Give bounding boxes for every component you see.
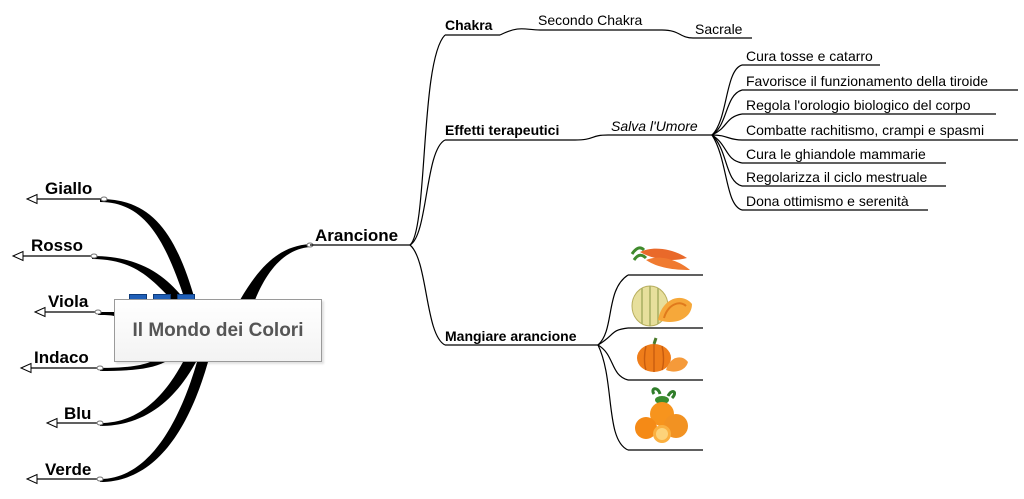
melon-icon bbox=[631, 285, 692, 327]
branch-arancione bbox=[240, 244, 310, 300]
branch-indaco bbox=[100, 362, 165, 371]
topic-blu[interactable]: Blu bbox=[64, 404, 92, 423]
left-underlines bbox=[20, 198, 104, 480]
effect-item[interactable]: Regola l'orologio biologico del corpo bbox=[746, 97, 971, 113]
topic-rosso[interactable]: Rosso bbox=[31, 236, 83, 255]
branch-viola bbox=[98, 312, 114, 316]
central-topic-title: Il Mondo dei Colori bbox=[132, 319, 304, 341]
collapse-arrows bbox=[11, 193, 58, 485]
oranges-icon bbox=[635, 387, 688, 443]
effect-item[interactable]: Cura le ghiandole mammarie bbox=[746, 146, 926, 162]
topic-indaco[interactable]: Indaco bbox=[34, 348, 89, 367]
pumpkin-icon bbox=[637, 337, 688, 372]
effect-item[interactable]: Regolarizza il ciclo mestruale bbox=[746, 169, 928, 185]
topic-arancione[interactable]: Arancione bbox=[315, 226, 399, 245]
effect-item[interactable]: Combatte rachitismo, crampi e spasmi bbox=[746, 122, 985, 138]
subtopic-mangiare-arancione[interactable]: Mangiare arancione bbox=[445, 328, 577, 344]
main-branches bbox=[92, 199, 310, 482]
effect-item[interactable]: Favorisce il funzionamento della tiroide bbox=[746, 73, 989, 89]
topic-viola[interactable]: Viola bbox=[48, 292, 89, 311]
topic-giallo[interactable]: Giallo bbox=[45, 179, 93, 198]
effect-item[interactable]: Cura tosse e catarro bbox=[746, 48, 873, 64]
branch-verde bbox=[100, 362, 208, 482]
subtopic-effetti-terapeutici[interactable]: Effetti terapeutici bbox=[445, 122, 560, 138]
subtopic-sacrale[interactable]: Sacrale bbox=[695, 21, 743, 37]
topic-verde[interactable]: Verde bbox=[45, 460, 92, 479]
central-topic[interactable]: Il Mondo dei Colori bbox=[114, 299, 322, 362]
subtopic-secondo-chakra[interactable]: Secondo Chakra bbox=[538, 12, 643, 28]
arancione-lines bbox=[310, 28, 1018, 451]
effect-item[interactable]: Dona ottimismo e serenità bbox=[746, 193, 909, 209]
subtopic-chakra[interactable]: Chakra bbox=[445, 17, 493, 33]
subtopic-salva-umore[interactable]: Salva l'Umore bbox=[611, 118, 698, 134]
branch-giallo bbox=[100, 199, 195, 300]
branch-rosso bbox=[92, 256, 185, 300]
junction-dots bbox=[90, 196, 314, 482]
branch-blu bbox=[100, 362, 196, 426]
carrots-icon bbox=[630, 246, 690, 270]
